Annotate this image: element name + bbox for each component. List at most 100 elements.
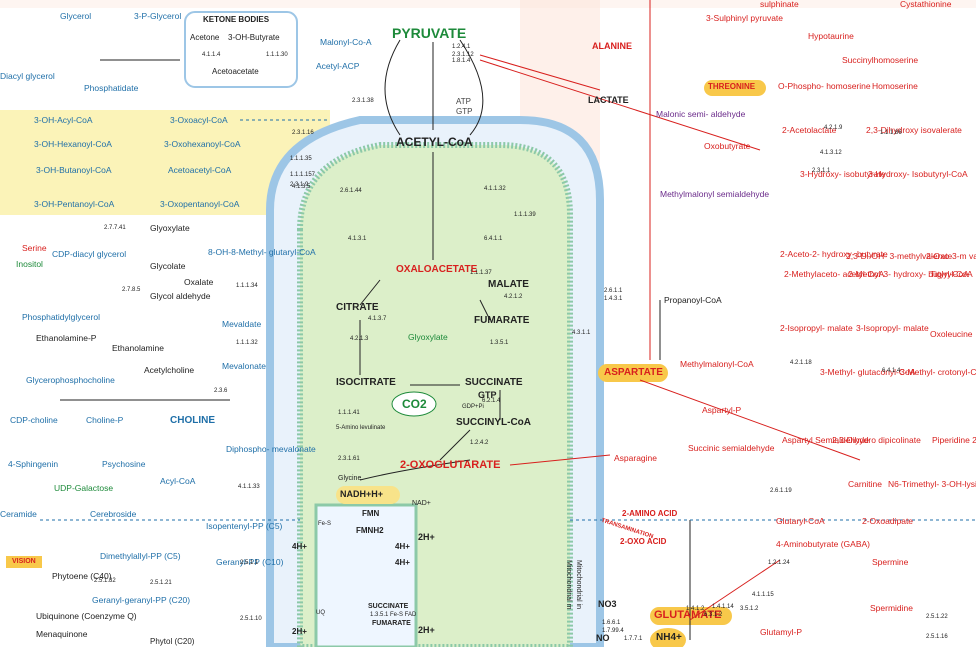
left-label: 3-P-Glycerol xyxy=(134,11,182,21)
right-label: 3-Hydroxy- Isobutyryl-CoA xyxy=(868,169,968,179)
left-label: Ethanolamine xyxy=(112,343,164,353)
glutamate-box xyxy=(650,607,732,625)
pathway-label: 4.1.1.4 xyxy=(202,52,221,58)
enzyme-number: 1.1.1.35 xyxy=(290,156,312,162)
right-label: Oxoleucine xyxy=(930,329,973,339)
enzyme-number: 2.3.1.38 xyxy=(352,98,374,104)
pathway-label: GDP+Pi xyxy=(462,404,484,410)
pyruvate-label: PYRUVATE xyxy=(392,25,467,41)
right-label: NH4+ xyxy=(656,632,682,643)
oxoglutarate-label: 2-OXOGLUTARATE xyxy=(400,459,501,471)
right-label: Cystathionine xyxy=(900,0,952,9)
pathway-label: Acetoacetate xyxy=(212,67,259,76)
right-label: 2-Oxoadipate xyxy=(862,516,914,526)
enzyme-number: 4.2.1.2 xyxy=(504,294,523,300)
pathway-label: GTP xyxy=(478,390,497,400)
right-label: 2-Aceto-2- hydroxy- butyrate xyxy=(780,249,888,259)
pathway-label: GTP xyxy=(456,107,473,116)
enzyme-number: 1.1.1.34 xyxy=(236,283,258,289)
left-label: Cerebroside xyxy=(90,509,137,519)
pathway-label: 3-OH-Butyrate xyxy=(228,33,280,42)
pathway-label: 2H+ xyxy=(292,627,307,636)
right-label: 3-Sulphinyl pyruvate xyxy=(706,13,784,23)
enzyme-number: 2.5.1.21 xyxy=(150,580,172,586)
enzyme-number: 1.2.4.1 xyxy=(452,44,471,50)
right-label: 2-OXO ACID xyxy=(620,537,667,546)
left-label: CDP-choline xyxy=(10,415,58,425)
left-label: Phytoene (C40) xyxy=(52,571,112,581)
enzyme-number: 1.7.7.1 xyxy=(624,636,643,642)
right-label: Spermidine xyxy=(870,603,913,613)
right-label: Methylmalonyl semialdehyde xyxy=(660,189,770,199)
succinate-label: SUCCINATE xyxy=(465,377,523,388)
pathway-label: ATP xyxy=(456,97,471,106)
left-label: 3-OH-Acyl-CoA xyxy=(34,115,93,125)
right-label: Asparagine xyxy=(614,453,658,463)
nadh-label: NADH+H+ xyxy=(340,489,384,499)
enzyme-number: 6.2.1.4 xyxy=(482,398,501,404)
right-label: 2,3-Dihydro dipicolinate xyxy=(832,435,921,445)
enzyme-number: 2.5.1.10 xyxy=(240,616,262,622)
pathway-label: 4H+ xyxy=(292,542,307,551)
left-label: Geranyl-geranyl-PP (C20) xyxy=(92,595,191,605)
right-label: Homoserine xyxy=(872,81,918,91)
right-label: Hypotaurine xyxy=(808,31,854,41)
enzyme-number: 3.5.1.2 xyxy=(740,606,759,612)
vision-box xyxy=(6,556,42,568)
left-label: VISION xyxy=(12,558,36,565)
left-label: 4-Sphingenin xyxy=(8,459,59,469)
right-label: NO3 xyxy=(598,599,617,609)
right-label: 2-AMINO ACID xyxy=(622,509,678,518)
acetyl-coa-label: ACETYL-CoA xyxy=(396,135,473,149)
left-label: Acetyl-ACP xyxy=(316,61,360,71)
ketone-bodies-box xyxy=(184,11,298,88)
enzyme-number: 4.2.1.9 xyxy=(824,125,843,131)
left-label: Acyl-CoA xyxy=(160,476,196,486)
left-label: Diphospho- mevalonate xyxy=(226,444,316,454)
enzyme-number: 2.3.1.9 xyxy=(290,182,309,188)
left-label: 3-OH-Butanoyl-CoA xyxy=(36,165,112,175)
enzyme-number: 4.1.1.33 xyxy=(238,484,260,490)
right-label: ASPARTATE xyxy=(604,367,663,378)
right-label: 2-Acetolactate xyxy=(782,125,837,135)
enzyme-number: 4.1.3.5 xyxy=(292,184,311,190)
enzyme-number: 2.5.1.1 xyxy=(240,560,259,566)
left-label: Acetoacetyl-CoA xyxy=(168,165,232,175)
left-label: Glycolate xyxy=(150,261,186,271)
enzyme-number: 1.1.1.39 xyxy=(514,212,536,218)
right-label: Aspartyl-P xyxy=(702,405,742,415)
nh4-bubble xyxy=(650,628,686,647)
enzyme-number: 6.3.1.2 xyxy=(704,612,723,618)
enzyme-number: 1.1.1.37 xyxy=(470,270,492,276)
enzyme-number: 1.4.1.14 xyxy=(712,604,734,610)
right-label: N6-Trimethyl- 3-OH-lysine xyxy=(888,479,976,489)
pathway-label: Acetone xyxy=(190,33,220,42)
red-reaction-arrows xyxy=(479,0,861,621)
enzyme-number: 1.4.1.2 xyxy=(686,606,705,612)
left-label: 3-Oxoacyl-CoA xyxy=(170,115,228,125)
left-label: Inositol xyxy=(16,259,43,269)
enzyme-number: 1.1.1.86 xyxy=(880,130,902,136)
enzyme-number: 4.1.3.7 xyxy=(368,316,387,322)
right-label: 3-Hydroxy- isobutyrate xyxy=(800,169,886,179)
right-label: Propanoyl-CoA xyxy=(664,295,722,305)
ketone-title: KETONE BODIES xyxy=(203,15,270,24)
citrate-label: CITRATE xyxy=(336,302,379,313)
right-label: Glutaryl-CoA xyxy=(776,516,825,526)
left-label: 3-OH-Pentanoyl-CoA xyxy=(34,199,115,209)
right-label: 3-Methyl- crotonyl-CoA xyxy=(900,367,976,377)
left-label: 3-OH-Hexanoyl-CoA xyxy=(34,139,112,149)
left-label: CDP-diacyl glycerol xyxy=(52,249,127,259)
right-label: 4-Aminobutyrate (GABA) xyxy=(776,539,871,549)
enzyme-number: 1.1.1.41 xyxy=(338,410,360,416)
right-label: LACTATE xyxy=(588,95,629,105)
left-label: Ubiquinone (Coenzyme Q) xyxy=(36,611,137,621)
right-label: 2-Isopropyl- malate xyxy=(780,323,853,333)
left-label: UDP-Galactose xyxy=(54,483,114,493)
enzyme-number: 4.2.1.18 xyxy=(790,360,812,366)
right-label: O-Phospho- homoserine xyxy=(778,81,871,91)
left-label: Mevaldate xyxy=(222,319,262,329)
succinyl-coa-label: SUCCINYL-CoA xyxy=(456,417,531,428)
left-label: Phytol (C20) xyxy=(150,637,195,646)
